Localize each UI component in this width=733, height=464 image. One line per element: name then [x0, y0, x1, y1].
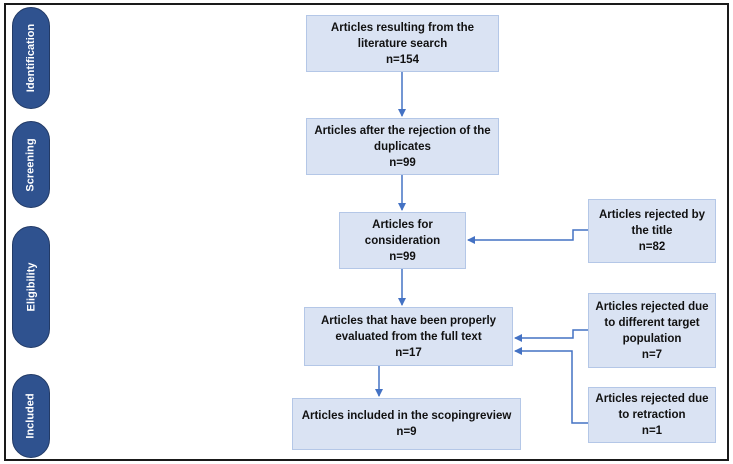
arrow-population-rejection [514, 329, 588, 342]
box-rejected-by-title-line2: the title [631, 225, 673, 237]
box-included-in-review: Articles included in the scopingreview n… [292, 398, 521, 450]
stage-included: Included [12, 374, 50, 458]
box-rejected-population: Articles rejected due to different targe… [588, 293, 716, 368]
box-literature-search: Articles resulting from the literature s… [306, 15, 499, 72]
box-full-text-evaluated-line2: evaluated from the full text [335, 330, 482, 343]
box-rejected-population-line3: population [622, 332, 682, 345]
box-for-consideration: Articles for consideration n=99 [339, 212, 466, 269]
box-literature-search-count: n=154 [386, 53, 419, 66]
box-rejected-by-title-count: n=82 [638, 241, 666, 253]
box-rejected-retraction-line1: Articles rejected due [595, 393, 709, 405]
box-for-consideration-count: n=99 [389, 250, 416, 263]
arrow-retraction-rejection [514, 347, 588, 424]
box-after-duplicates-line2: duplicates [374, 140, 431, 153]
box-literature-search-line2: literature search [357, 37, 448, 50]
stage-eligibility: Eligibility [12, 226, 50, 348]
box-for-consideration-line2: consideration [364, 234, 441, 247]
box-literature-search-line1: Articles resulting from the [330, 21, 475, 34]
box-included-in-review-line1: Articles included in the scopingreview [301, 410, 512, 422]
box-after-duplicates-count: n=99 [389, 156, 416, 169]
box-full-text-evaluated-line1: Articles that have been properly [320, 314, 497, 327]
box-for-consideration-line1: Articles for [372, 218, 433, 231]
box-after-duplicates-line1: Articles after the rejection of the [314, 124, 491, 137]
box-rejected-population-count: n=7 [641, 348, 663, 361]
box-rejected-population-line2: to different target [604, 316, 700, 329]
box-included-in-review-count: n=9 [396, 426, 417, 438]
box-rejected-population-line1: Articles rejected due [595, 300, 709, 313]
box-rejected-retraction-line2: to retraction [618, 409, 686, 421]
arrow-title-rejection [467, 229, 588, 244]
box-rejected-retraction-count: n=1 [641, 425, 663, 437]
box-full-text-evaluated: Articles that have been properly evaluat… [304, 307, 513, 366]
stage-screening: Screening [12, 121, 50, 208]
box-rejected-by-title-line1: Articles rejected by [598, 209, 706, 221]
box-rejected-retraction: Articles rejected due to retraction n=1 [588, 387, 716, 443]
stage-identification: Identification [12, 7, 50, 109]
box-after-duplicates: Articles after the rejection of the dupl… [306, 118, 499, 175]
box-rejected-by-title: Articles rejected by the title n=82 [588, 199, 716, 263]
box-full-text-evaluated-count: n=17 [395, 346, 422, 359]
